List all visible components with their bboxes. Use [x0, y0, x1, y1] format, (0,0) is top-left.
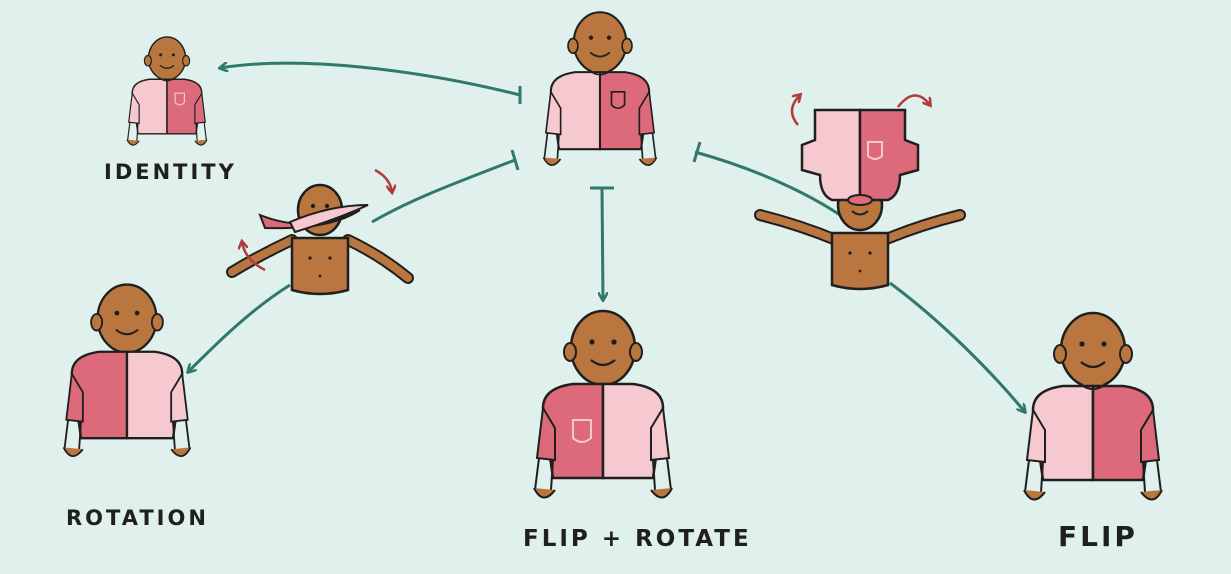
- flip-label: FLIP: [1058, 520, 1138, 553]
- arrow-to-flip-rotate: [590, 186, 614, 300]
- rotating-torso-figure: [226, 168, 414, 296]
- original-figure: [542, 11, 658, 167]
- arrow-to-rotation: [188, 149, 520, 372]
- identity-figure: [126, 36, 208, 146]
- flip-rotate-label: FLIP + ROTATE: [523, 526, 752, 552]
- flipping-torso-figure: [754, 95, 966, 291]
- rotation-label: ROTATION: [66, 506, 209, 530]
- arrow-to-flip: [692, 141, 1025, 412]
- arrow-to-identity: [220, 61, 522, 104]
- identity-label: IDENTITY: [104, 160, 237, 184]
- flip-rotate-figure: [532, 309, 674, 499]
- rotation-figure: [62, 283, 192, 458]
- flip-figure: [1022, 311, 1164, 501]
